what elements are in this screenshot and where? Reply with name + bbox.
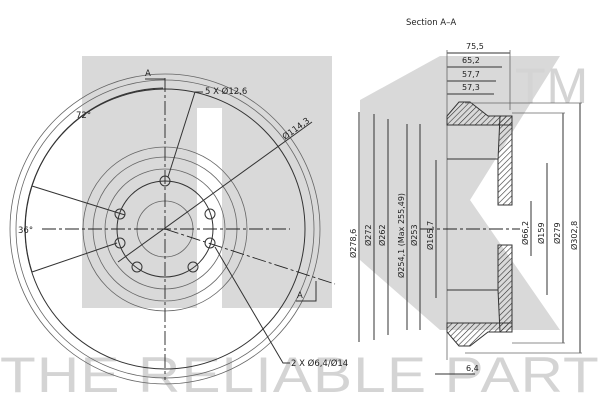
dim-75-5: 75,5 [466,42,484,51]
dim-279: Ø279 [552,222,562,244]
dim-57-7: 57,7 [462,70,480,79]
dim-165-7: Ø165,7 [425,221,435,250]
nk-watermark-logo [82,56,560,330]
section-marker-bottom: A [297,291,303,301]
dim-6-4: 6,4 [466,364,479,373]
dim-272: Ø272 [363,224,373,246]
section-view [358,50,582,375]
dim-65-2: 65,2 [462,56,480,65]
tagline-watermark: THE RELIABLE PART [0,347,600,400]
dim-254-1: Ø254,1 (Max 255,49) [396,193,406,278]
front-view [9,73,336,385]
dim-302-8: Ø302,8 [569,221,579,250]
dim-57-3: 57,3 [462,83,480,92]
dim-66-2: Ø66,2 [520,221,530,245]
section-marker-top: A [145,69,151,79]
bolt-holes-label: 5 X Ø12,6 [205,86,247,97]
trademark-watermark: TM [515,58,589,114]
section-title: Section A–A [406,18,456,28]
small-holes-label: 2 X Ø6,4/Ø14 [291,358,348,369]
angle-36-label: 36° [18,226,33,236]
dim-278-6: Ø278,6 [348,229,358,258]
dim-159: Ø159 [536,222,546,244]
dim-253: Ø253 [409,224,419,246]
angle-72-label: 72° [76,111,91,121]
dim-262: Ø262 [377,224,387,246]
